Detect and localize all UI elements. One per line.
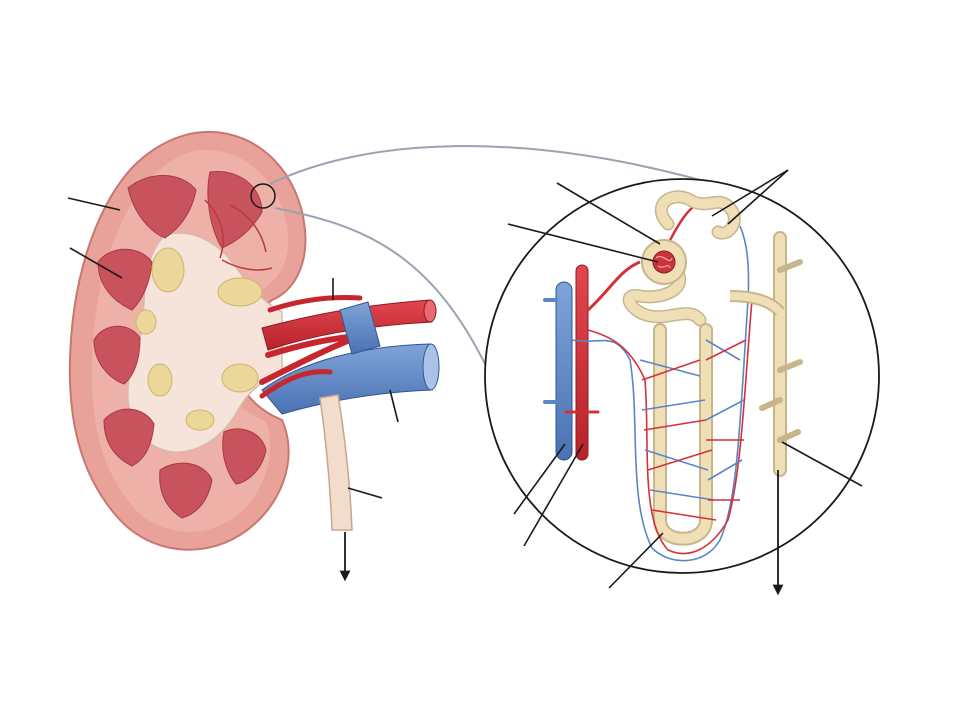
leader-tubules-b (727, 169, 789, 225)
leader-ureter (347, 487, 383, 499)
fat-lobule (217, 277, 263, 307)
kidney (68, 130, 440, 551)
afferent-arteriole (586, 260, 641, 312)
interlobular-artery (575, 264, 589, 461)
leader-collecting-duct (781, 441, 863, 487)
leader-loop-of-henle (608, 532, 664, 589)
leader-bowmans-capsule (556, 182, 661, 245)
fat-lobule (221, 363, 259, 393)
cortical-vessels (204, 199, 273, 271)
sinus-fat (135, 247, 263, 431)
medullary-pyramids (93, 171, 267, 519)
pyramid (222, 428, 267, 485)
leader-glomerulus (507, 223, 659, 263)
leader-tubules-a (711, 169, 789, 217)
leader-artery (523, 443, 584, 547)
fat-lobule (147, 363, 173, 397)
renal-vein (259, 301, 440, 415)
leader-renal-vein (389, 389, 399, 423)
interlobular-vein (555, 281, 573, 461)
fat-lobule (151, 247, 185, 293)
pyramid (159, 462, 213, 519)
pyramid (127, 175, 197, 239)
flow-arrows (339, 470, 784, 596)
fat-lobule (135, 309, 157, 335)
fat-lobule (185, 409, 215, 431)
pyramid (93, 325, 141, 385)
ureter (319, 394, 353, 531)
leader-lines (67, 169, 863, 589)
nephron-magnified-view (484, 178, 880, 574)
connector-lower (274, 207, 489, 371)
leader-cortex (67, 197, 121, 211)
leader-medulla (69, 247, 123, 279)
circle-marker-icon (250, 183, 276, 209)
pyramid (97, 248, 153, 311)
connector-upper (269, 145, 736, 191)
pyramid (103, 408, 155, 467)
leader-vein (513, 443, 566, 515)
zoom-connectors (269, 145, 736, 371)
